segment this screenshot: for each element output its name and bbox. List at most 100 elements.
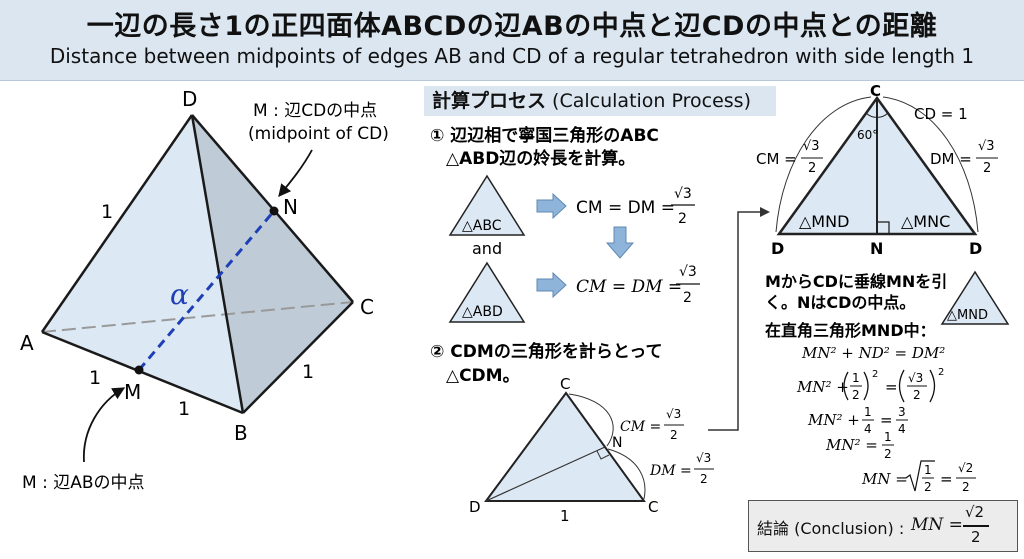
edge-ad — [40, 114, 194, 333]
step1-line2: △ABD辺の姈長を計算。 — [446, 148, 635, 169]
derivation-text3: 在直角三角形MND中： — [765, 321, 936, 340]
small-label-n: N — [612, 435, 622, 451]
arrow-to-n — [278, 149, 313, 197]
eq2-sup1: 2 — [872, 369, 878, 380]
brace-cn — [568, 393, 614, 447]
brace-dm — [882, 96, 979, 233]
eq2-sqrt3: √3 — [908, 371, 923, 385]
eq4-den: 2 — [884, 447, 892, 461]
brace-cm — [775, 96, 872, 233]
arrow-right-icon-2 — [536, 271, 567, 299]
right-derivation: MからCDに垂線MNを引 く。NはCDの中点。 在直角三角形MND中： △MND… — [765, 270, 1010, 494]
segment-mn — [137, 210, 276, 371]
connector-line — [708, 211, 760, 431]
small-label-c: C — [560, 375, 570, 393]
eq5-lhs: MN = — [861, 470, 908, 488]
arrow-down-icon — [605, 226, 635, 259]
eq5-equals: = — [940, 470, 953, 488]
connector-arrowhead — [760, 207, 770, 217]
small-triangle-mnd-label: △MND — [947, 308, 988, 323]
header-banner: 一辺の長さ1の正四面体ABCDの辺ABの中点と辺CDの中点との距離 Distan… — [0, 0, 1024, 81]
edge-bd — [190, 114, 245, 414]
point-n — [269, 206, 279, 216]
point-m — [134, 365, 144, 375]
face-bcd — [192, 115, 353, 413]
edge-bc — [242, 301, 354, 414]
right-dm-eq: DM = — [930, 150, 972, 168]
eq3-equals: = — [880, 411, 893, 429]
eq5-den2: 2 — [962, 480, 970, 494]
eq5-radical — [905, 460, 935, 492]
triangle-cdm-median — [485, 446, 606, 502]
right-angle-box — [876, 221, 890, 235]
cd-equals-one: CD = 1 — [914, 105, 968, 123]
eq2-paren-r2 — [929, 369, 936, 403]
right-label-n: N — [870, 239, 883, 258]
eq-cm-dm-2: CM = DM = — [576, 277, 682, 297]
eq3-lhs: MN² + — [807, 411, 860, 429]
eq1-den: 2 — [678, 211, 687, 227]
label-d: D — [182, 87, 197, 111]
eq4-num: 1 — [884, 430, 892, 444]
derivation-text2: く。NはCDの中点。 — [765, 293, 915, 312]
right-cm-den: 2 — [808, 161, 816, 176]
arrow-right-icon — [536, 192, 567, 220]
small-label-one: 1 — [560, 507, 570, 525]
label-edge-am: 1 — [89, 367, 101, 389]
label-m: M — [124, 380, 141, 404]
small-dm-eq: DM = — [649, 463, 692, 479]
equation-2: MN² + 1 2 2 = √3 2 2 — [796, 367, 944, 403]
process-title-jp: 計算プロセス — [432, 90, 547, 112]
small-label-c2: C — [648, 498, 658, 516]
step1-line1: ① 辺辺相で寧国三角形のABC — [430, 125, 659, 146]
eq2-paren-l — [843, 371, 849, 401]
conclusion-box: 結論 (Conclusion) : MN = √2 2 — [748, 500, 1018, 552]
equation-1: MN² + ND² = DM² — [801, 344, 945, 362]
eq2-two: 2 — [852, 388, 860, 402]
and-text: and — [472, 239, 502, 258]
right-dm-num: √3 — [978, 139, 995, 154]
right-label-d2: D — [969, 239, 982, 258]
eq3-num2: 3 — [898, 405, 906, 419]
small-dm-num: √3 — [696, 451, 711, 465]
label-edge-bc: 1 — [302, 361, 314, 383]
eq4-lhs: MN² = — [825, 436, 878, 454]
label-edge-mb: 1 — [178, 398, 190, 420]
label-alpha: α — [170, 278, 189, 311]
small-triangle-mnd-icon — [940, 270, 1010, 325]
step2-line2: △CDM。 — [446, 366, 520, 386]
eq5-num1: 1 — [924, 463, 932, 477]
eq5-den1: 2 — [924, 480, 932, 494]
label-mnc: △MNC — [901, 212, 950, 231]
title-english: Distance between midpoints of edges AB a… — [49, 44, 975, 68]
eq2-one: 1 — [852, 371, 860, 385]
eq2-num: √3 — [679, 264, 697, 280]
conclusion-expr: MN = — [911, 515, 963, 535]
small-dm-den: 2 — [700, 472, 708, 486]
right-dm-den: 2 — [983, 161, 991, 176]
label-b: B — [234, 421, 248, 445]
eq1-num: √3 — [674, 186, 692, 202]
eq2-mn2-plus: MN² + — [796, 378, 849, 396]
triangle-abc-icon — [448, 174, 526, 236]
tetrahedron: D A B C N M 1 1 1 1 α M : 辺CDの中点 (midpoi… — [20, 87, 389, 493]
eq2-paren-r — [863, 371, 869, 401]
eq2-sup2: 2 — [938, 367, 944, 378]
small-cm-den: 2 — [670, 428, 678, 442]
hidden-edge-ac — [41, 301, 354, 333]
angle-label: 60° — [857, 128, 878, 142]
label-edge-ad: 1 — [101, 201, 113, 223]
eq2-two2: 2 — [913, 388, 921, 402]
equation-5: MN = 1 2 = √2 2 — [861, 460, 976, 494]
triangle-abd-label: △ABD — [462, 304, 503, 320]
right-cm-num: √3 — [803, 139, 820, 154]
small-label-d: D — [469, 498, 481, 516]
conclusion-den: 2 — [971, 528, 981, 546]
right-triangle-diagram: C D N D 60° CD = 1 CM = √3 2 DM = √3 2 △… — [756, 82, 998, 258]
eq5-num2: √2 — [958, 461, 973, 475]
derivation-text1: MからCDに垂線MNを引 — [765, 272, 947, 291]
eq3-den2: 4 — [898, 422, 906, 436]
right-angle-mark — [596, 450, 610, 460]
label-a: A — [20, 331, 34, 355]
